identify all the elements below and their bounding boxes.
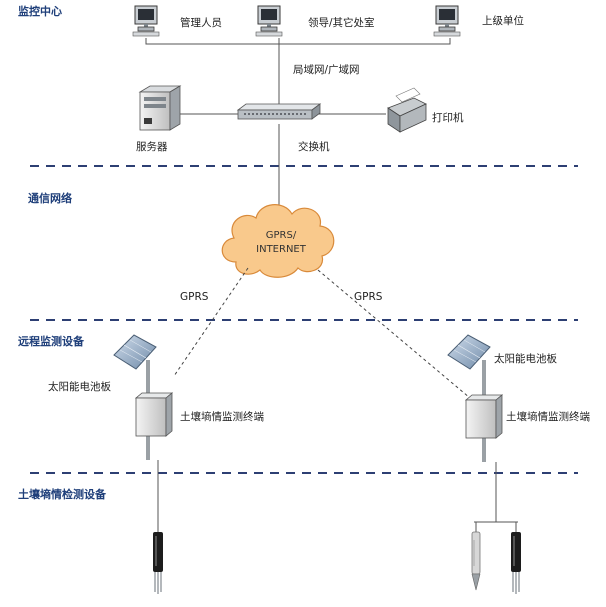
terminal-box-icon <box>134 392 174 437</box>
node-label-switch: 交换机 <box>298 140 330 153</box>
gprs-label-left: GPRS <box>180 291 209 303</box>
terminal-label-right: 土壤墒情监测终端 <box>506 410 590 423</box>
gprs-link-left <box>173 267 249 377</box>
section-monitoring-center: 监控中心 <box>18 4 62 18</box>
section-network: 通信网络 <box>28 191 72 205</box>
terminal-label-left: 土壤墒情监测终端 <box>180 410 264 423</box>
soil-sensor-icon <box>471 531 481 591</box>
printer-icon <box>387 87 427 133</box>
terminal-box-icon <box>464 394 504 439</box>
gprs-link-right <box>317 269 471 399</box>
section-remote-equipment: 远程监测设备 <box>18 334 85 348</box>
cloud-label-line1: GPRS/ <box>266 230 297 241</box>
section-soil-equipment: 土壤墒情检测设备 <box>18 487 107 501</box>
computer-icon <box>433 5 461 37</box>
solar-label-left: 太阳能电池板 <box>48 380 111 393</box>
switch-icon <box>236 103 322 120</box>
server-icon <box>138 85 182 131</box>
solar-label-right: 太阳能电池板 <box>494 352 557 365</box>
cloud-icon <box>221 204 335 278</box>
node-label-superior: 上级单位 <box>482 14 524 27</box>
soil-sensor-icon <box>152 531 164 595</box>
node-label-server: 服务器 <box>136 140 168 153</box>
node-label-lan-wan: 局域网/广域网 <box>293 63 360 76</box>
lan-bus-line <box>145 38 451 45</box>
gprs-label-right: GPRS <box>354 291 383 303</box>
computer-icon <box>132 5 160 37</box>
computer-icon <box>255 5 283 37</box>
soil-sensor-icon <box>510 531 522 595</box>
node-label-admin: 管理人员 <box>180 16 222 29</box>
node-label-printer: 打印机 <box>432 111 464 124</box>
node-label-leaders: 领导/其它处室 <box>308 16 375 29</box>
cloud-label-line2: INTERNET <box>256 244 307 255</box>
